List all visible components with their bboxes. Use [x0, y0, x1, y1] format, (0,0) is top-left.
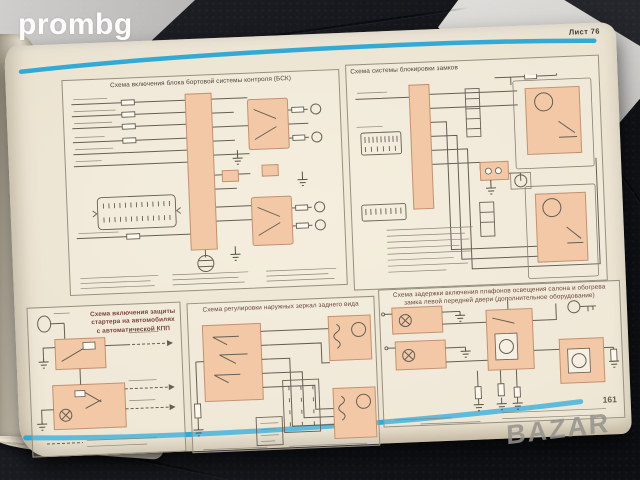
top-cyan-line — [18, 38, 597, 75]
legend-lines — [394, 408, 607, 425]
lamp-box-2 — [394, 339, 447, 371]
watermark-prombg: prombg — [18, 8, 133, 41]
panel-caption: Схема системы блокировки замков — [350, 64, 459, 76]
door-actuator-1 — [512, 77, 595, 170]
mirrors-schematic — [193, 314, 378, 451]
legend-lines — [80, 267, 337, 289]
legend-lines — [386, 226, 473, 273]
ground-symbols — [37, 358, 49, 431]
book-page: Лист 76 161 Схема включения блока бортов… — [3, 21, 633, 459]
wire-labels — [53, 312, 159, 402]
center-relay — [479, 160, 532, 190]
interior-light-schematic — [381, 299, 620, 425]
buzzer — [197, 255, 215, 273]
lock-heater-block — [558, 337, 606, 384]
connector-strips — [464, 87, 496, 237]
mirror-motor-2 — [332, 386, 378, 439]
page-rule-lines — [18, 38, 597, 441]
ground-symbols — [455, 311, 620, 412]
indicator-lamps — [310, 103, 326, 231]
connector-strip — [282, 378, 322, 433]
sheet-label: Лист 76 — [568, 26, 601, 37]
bottom-cyan-line — [23, 399, 584, 441]
ground-symbols — [230, 150, 308, 261]
relay-blocks — [221, 97, 294, 247]
relay-contacts — [253, 109, 281, 236]
bsk-unit-block — [184, 92, 218, 251]
connector-pinout — [92, 194, 182, 231]
door-key — [567, 300, 596, 314]
mirror-switch-block — [201, 322, 264, 403]
wires — [384, 299, 615, 405]
legend-box — [255, 416, 284, 447]
terminal-circles — [381, 312, 389, 351]
lamp-box-1 — [391, 305, 444, 335]
fuses — [524, 73, 538, 80]
legend-lines — [86, 437, 157, 447]
wire-labels — [73, 97, 119, 235]
mirror-motor-1 — [327, 314, 373, 362]
ground-symbols — [486, 179, 497, 195]
ignition-switch — [37, 315, 66, 340]
diagram-panel-mirrors: Схема регулировки наружных зеркал заднег… — [186, 295, 381, 454]
comb-connectors — [360, 131, 407, 222]
door-actuator-2 — [524, 183, 599, 279]
wires — [195, 328, 335, 428]
fuses — [120, 99, 309, 240]
diagram-panel-starter: Схема включения защиты стартера на автом… — [26, 301, 187, 458]
locks-schematic — [355, 71, 601, 279]
dashed-wires — [46, 342, 170, 445]
diagram-panel-locks: Схема системы блокировки замков — [344, 54, 608, 291]
control-unit-block — [408, 83, 435, 210]
starter-schematic — [37, 312, 176, 447]
resistors — [474, 348, 618, 400]
relay-1 — [54, 337, 107, 371]
resistor — [194, 403, 202, 419]
diagram-panel-interior-light: Схема задержки включения плафонов освеще… — [378, 279, 626, 428]
timer-block — [485, 307, 535, 371]
wires — [41, 344, 128, 421]
ground-symbols — [193, 427, 204, 437]
relay-2 — [52, 382, 127, 431]
arrowheads — [166, 340, 176, 411]
diagram-panel-bsk: Схема включения блока бортовой системы к… — [61, 69, 348, 296]
bsk-schematic — [71, 92, 337, 289]
legend-lines — [203, 422, 368, 451]
